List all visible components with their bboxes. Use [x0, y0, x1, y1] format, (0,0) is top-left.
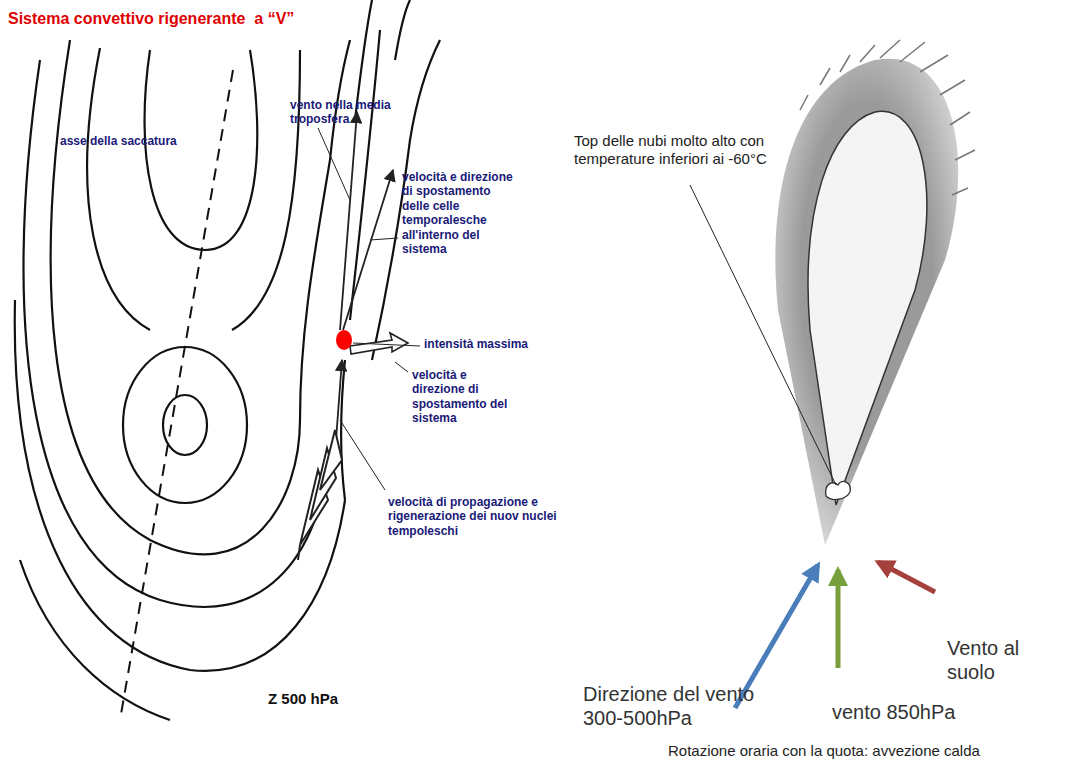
cloud-system: [775, 40, 975, 545]
cell-motion-label: velocità e direzione di spostamento dell…: [402, 170, 514, 256]
note: Rotazione oraria con la quota: avvezione…: [668, 742, 1058, 760]
wind-arrow-surface: [878, 562, 935, 592]
intensity-label: intensità massima: [424, 337, 564, 351]
level-label: Z 500 hPa: [268, 690, 388, 708]
max-intensity-dot: [336, 330, 352, 350]
propagation-label: velocità di propagazione e rigenerazione…: [388, 495, 563, 538]
wind-850-label: vento 850hPa: [832, 700, 972, 724]
leader-line: [690, 185, 836, 485]
trough-axis: [120, 70, 233, 720]
axis-label: asse della saccatura: [60, 134, 240, 148]
flow-arrows: [336, 112, 393, 440]
system-motion-label: velocità e direzione di spostamento del …: [412, 368, 512, 426]
wind-label: vento nella media troposfera: [290, 98, 400, 127]
cloud-top-label: Top delle nubi molto alto con temperatur…: [574, 132, 809, 168]
upper-wind-label: Direzione del vento 300-500hPa: [583, 682, 768, 730]
surface-wind-label: Vento al suolo: [947, 636, 1062, 684]
title: Sistema convettivo rigenerante a “V”: [8, 10, 294, 28]
wind-arrow-850: [836, 570, 841, 668]
contour-lines: [15, 0, 440, 720]
propagation-arrows: [298, 430, 342, 560]
